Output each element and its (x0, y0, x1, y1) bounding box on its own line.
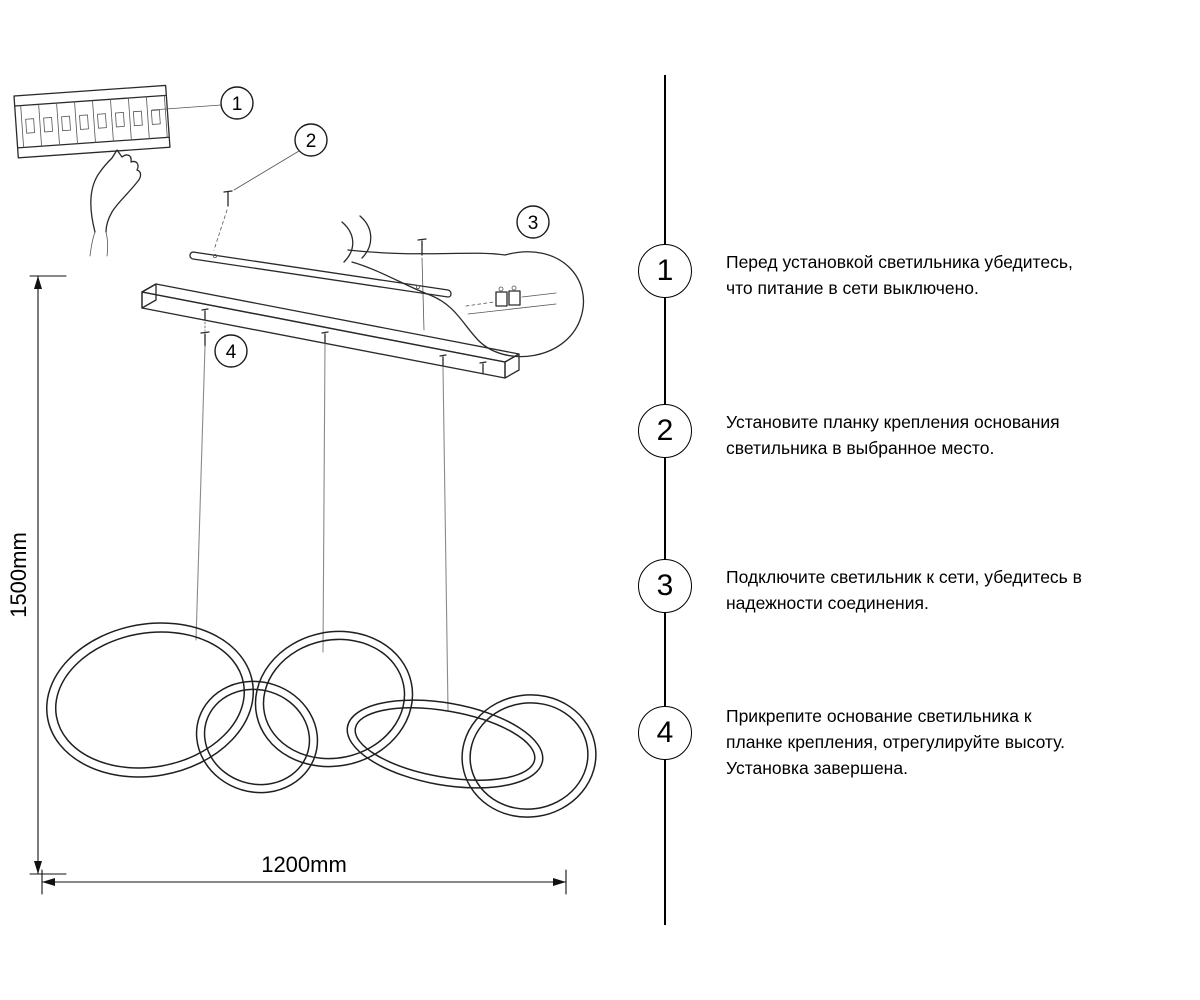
callout-3-label: 3 (528, 213, 539, 234)
callout-2-label: 2 (306, 131, 317, 152)
breaker-panel-sketch (13, 84, 171, 159)
step-1-text: Перед установкой светильника убедитесь, … (726, 252, 1073, 298)
fixture-base-bar (141, 283, 520, 379)
step-2-number-badge: 2 (638, 404, 692, 458)
step-3-number-badge: 3 (638, 559, 692, 613)
mounting-strip (189, 251, 452, 298)
callout-4-label: 4 (226, 342, 237, 363)
step-3-text: Подключите светильник к сети, убедитесь … (726, 567, 1082, 613)
step-2-text: Установите планку крепления основания св… (726, 412, 1060, 458)
screw-icon (439, 354, 447, 367)
screw-icon (417, 238, 427, 331)
hand-sketch (89, 149, 142, 257)
height-dimension: 1500mm (6, 275, 67, 875)
callout-2-marker: 2 (233, 123, 328, 191)
ring-element-3 (254, 630, 414, 768)
callout-3-marker: 3 (516, 205, 550, 239)
step-1-number-badge: 1 (638, 244, 692, 298)
ring-element-4 (346, 699, 544, 789)
terminal-block-sketch (465, 285, 557, 315)
ring-element-1 (45, 622, 255, 778)
suspension-cables (195, 343, 449, 711)
screw-icon (201, 308, 209, 321)
height-dimension-label: 1500mm (6, 532, 31, 618)
callout-1-marker: 1 (151, 86, 254, 120)
callout-1-label: 1 (232, 94, 243, 115)
connection-detail-bubble (347, 249, 585, 358)
width-dimension-label: 1200mm (261, 852, 347, 877)
installation-diagram: 1 2 (6, 84, 597, 895)
step-4-text: Прикрепите основание светильника к планк… (726, 706, 1065, 778)
width-dimension: 1200mm (41, 852, 567, 895)
snap-wave-marks (341, 215, 372, 263)
screw-icon (213, 190, 233, 251)
steps-divider-line (664, 75, 666, 925)
screw-icon (321, 331, 329, 344)
callout-4-marker: 4 (200, 321, 248, 368)
ring-element-5 (461, 694, 597, 818)
screw-icon (479, 361, 487, 374)
step-4-number-badge: 4 (638, 706, 692, 760)
ring-element-2 (195, 680, 319, 794)
